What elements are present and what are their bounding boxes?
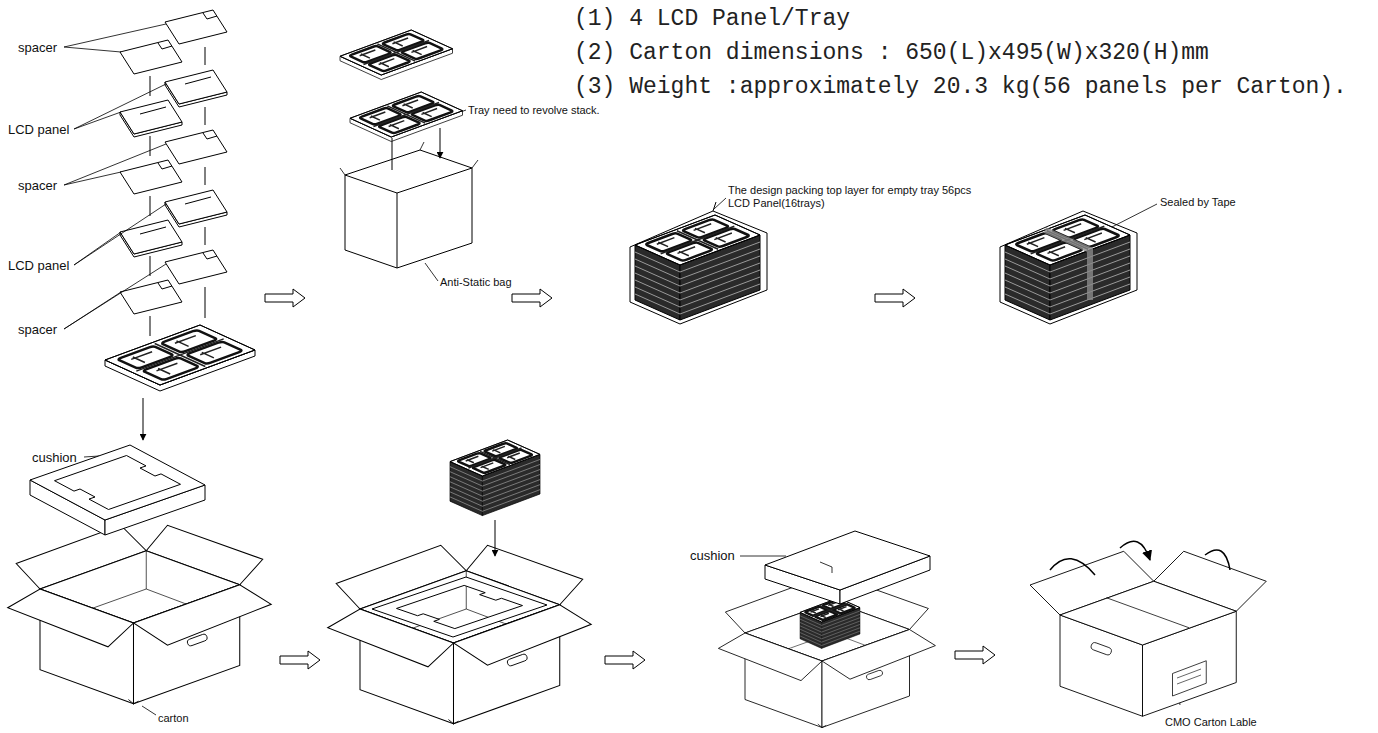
- part-label: cushion: [32, 450, 77, 466]
- trays-into-bag-part: [340, 30, 453, 80]
- bagged-stack-part: [630, 202, 767, 324]
- note-label: The design packing top layer for empty t…: [728, 184, 983, 210]
- step-arrows-part: [955, 646, 995, 664]
- spacer-panel-stack-part: [165, 70, 227, 107]
- carton-with-cushion-part: [30, 445, 205, 520]
- spacer-panel-stack-part: [120, 40, 182, 74]
- step-arrows-part: [605, 651, 645, 669]
- step-arrows-part: [280, 651, 320, 669]
- spacer-panel-stack-part: [165, 190, 227, 227]
- carton-top-cushion-part: [800, 598, 860, 648]
- step-arrows-part: [875, 289, 915, 307]
- carton-top-cushion-part: [820, 562, 832, 573]
- spacer-panel-stack-part: [143, 47, 205, 440]
- part-label: spacer: [18, 40, 57, 56]
- trays-into-bag: [340, 30, 478, 268]
- carton-with-cushion: [8, 445, 272, 704]
- part-label: carton: [158, 712, 189, 725]
- part-label: LCD panel: [8, 122, 69, 138]
- spacer-panel-stack-part: [120, 160, 182, 194]
- stack-into-carton: [328, 440, 592, 724]
- spacer-panel-stack-part: [165, 10, 227, 44]
- spec-note: (1) 4 LCD Panel/Tray: [574, 6, 850, 34]
- leader-lines-part: [425, 263, 438, 281]
- sealed-stack-part: [1000, 211, 1137, 324]
- leader-lines-part: [740, 556, 786, 557]
- stack-into-carton-part: [328, 605, 592, 724]
- trays-into-bag-part: [345, 150, 472, 268]
- carton-top-cushion-part: [765, 531, 930, 590]
- leader-lines-part: [64, 144, 166, 185]
- leader-lines-part: [64, 264, 166, 329]
- sealed-stack-part: [1045, 230, 1090, 300]
- stack-into-carton-part: [495, 520, 496, 556]
- step-arrows-part: [512, 289, 552, 307]
- trays-into-bag-part: [340, 142, 478, 175]
- leader-lines-part: [142, 706, 156, 715]
- step-arrows-part: [265, 289, 305, 307]
- spacer-panel-stack-part: [105, 325, 255, 391]
- spacer-panel-stack-part: [120, 100, 182, 137]
- carton-top-cushion-part: [718, 630, 935, 728]
- closed-carton-part: [1030, 551, 1266, 716]
- bagged-stack: [630, 202, 767, 324]
- carton-with-cushion-part: [8, 585, 272, 704]
- part-label: cushion: [690, 548, 735, 564]
- part-label: spacer: [18, 322, 57, 338]
- sealed-stack-part: [1005, 215, 1130, 320]
- leader-lines-part: [74, 84, 166, 129]
- sealed-stack: [1000, 211, 1137, 324]
- part-label: spacer: [18, 178, 57, 194]
- spacer-panel-stack-part: [120, 220, 182, 257]
- trays-into-bag-part: [392, 128, 440, 170]
- note-label: Tray need to revolve stack.: [468, 104, 600, 117]
- spacer-panel-stack: [105, 10, 255, 440]
- part-label: LCD panel: [8, 258, 69, 274]
- part-label: Anti-Static bag: [440, 276, 512, 289]
- closed-carton-part: [1050, 541, 1230, 575]
- leader-lines-part: [64, 24, 166, 52]
- carton-top-cushion: [718, 531, 935, 728]
- spec-note: (3) Weight :approximately 20.3 kg(56 pan…: [574, 74, 1347, 102]
- closed-carton: [1030, 541, 1266, 716]
- spacer-panel-stack-part: [120, 280, 182, 314]
- stack-into-carton-part: [450, 440, 540, 516]
- spacer-panel-stack-part: [165, 250, 227, 284]
- note-label: Sealed by Tape: [1160, 196, 1236, 209]
- spec-note: (2) Carton dimensions : 650(L)x495(W)x32…: [574, 40, 1209, 68]
- bagged-stack-part: [635, 215, 760, 320]
- leader-lines-part: [74, 204, 166, 265]
- spacer-panel-stack-part: [165, 130, 227, 164]
- leader-lines-part: [1108, 204, 1157, 229]
- trays-into-bag-part: [350, 92, 463, 142]
- part-label: CMO Carton Lable: [1165, 716, 1257, 729]
- step-arrows: [265, 289, 995, 669]
